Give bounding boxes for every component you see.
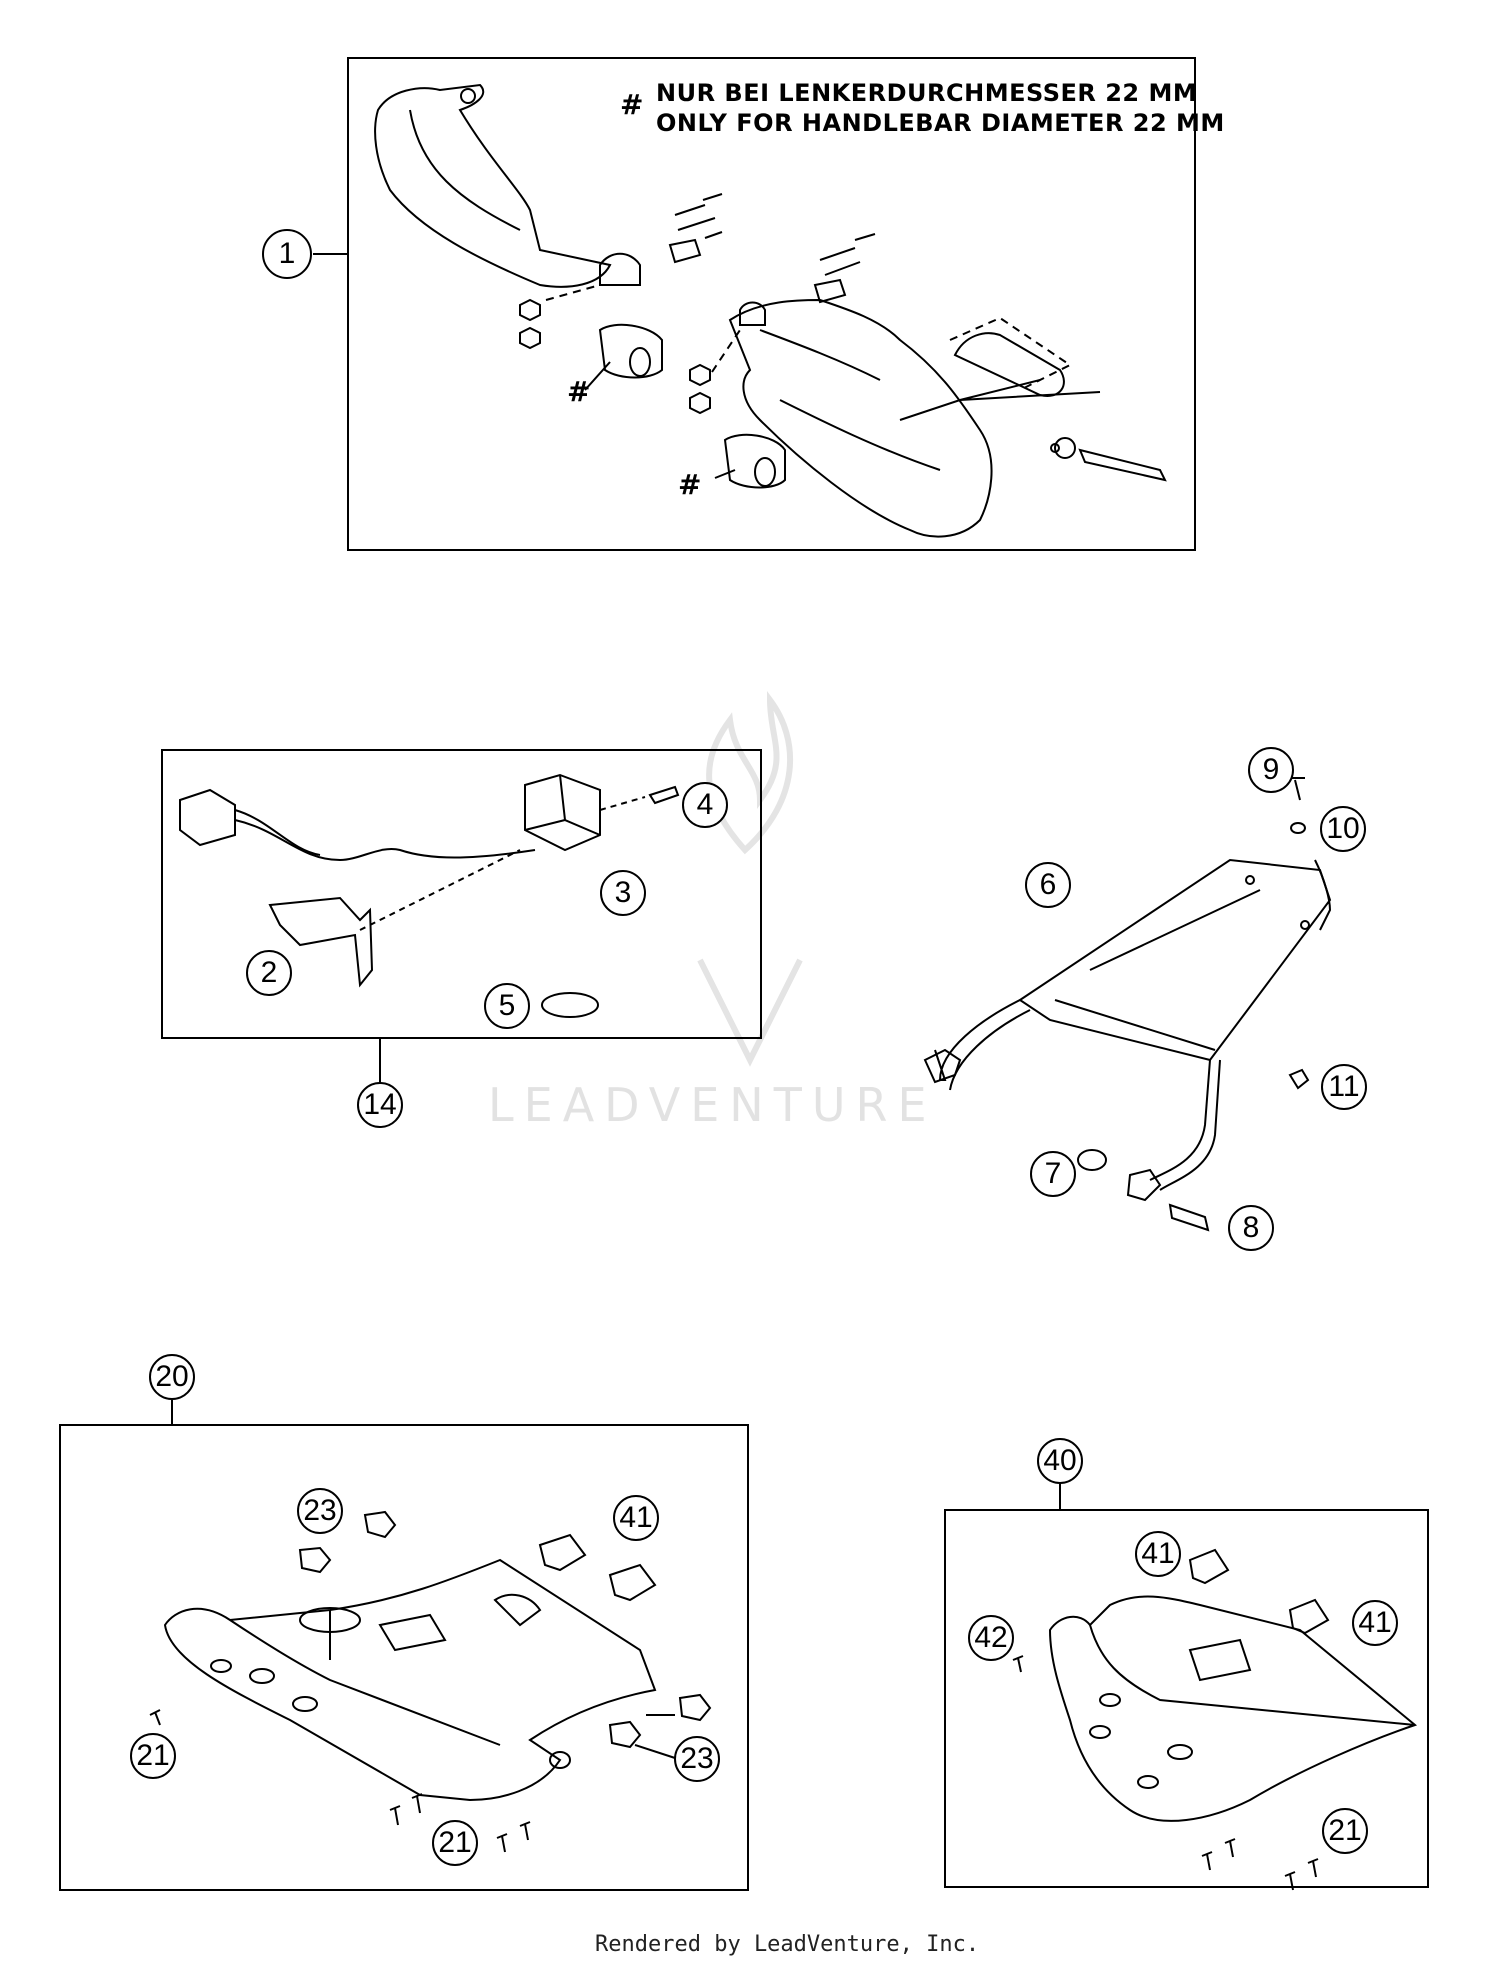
callout-21-bottom: 21 — [432, 1820, 478, 1866]
engine-guard-section — [944, 1480, 1429, 1891]
callout-41-right: 41 — [1352, 1600, 1398, 1646]
callout-4: 4 — [682, 782, 728, 828]
watermark-text: LEADVENTURE — [488, 1078, 937, 1132]
note-line-de: NUR BEI LENKERDURCHMESSER 22 MM — [656, 79, 1198, 107]
callout-41-top: 41 — [1135, 1531, 1181, 1577]
callout-41-section-20: 41 — [613, 1495, 659, 1541]
leadventure-logo-mark — [697, 690, 803, 1067]
callout-7: 7 — [1030, 1151, 1076, 1197]
light-section — [161, 749, 762, 1085]
callout-21-engine-guard: 21 — [1322, 1808, 1368, 1854]
callout-9: 9 — [1248, 747, 1294, 793]
note-line-en: ONLY FOR HANDLEBAR DIAMETER 22 MM — [656, 109, 1225, 137]
callout-5: 5 — [484, 983, 530, 1029]
callout-10: 10 — [1320, 806, 1366, 852]
footer-credit: Rendered by LeadVenture, Inc. — [595, 1932, 980, 1957]
hash-marker-upper: # — [567, 375, 591, 408]
callout-11: 11 — [1321, 1064, 1367, 1110]
callout-40: 40 — [1037, 1438, 1083, 1484]
callout-42: 42 — [968, 1615, 1014, 1661]
callout-23-top: 23 — [297, 1488, 343, 1534]
callout-6: 6 — [1025, 862, 1071, 908]
handguard-section — [313, 57, 1196, 551]
hash-marker-lower: # — [678, 468, 702, 501]
callout-20: 20 — [149, 1354, 195, 1400]
skid-plate-section — [59, 1400, 749, 1891]
callout-1: 1 — [262, 229, 312, 279]
callout-8: 8 — [1228, 1205, 1274, 1251]
rack-section — [923, 777, 1332, 1232]
callout-2: 2 — [246, 950, 292, 996]
note-hash-symbol: # — [620, 88, 644, 121]
callout-23-bottom: 23 — [674, 1736, 720, 1782]
callout-3: 3 — [600, 870, 646, 916]
callout-14: 14 — [357, 1082, 403, 1128]
callout-21-left: 21 — [130, 1733, 176, 1779]
